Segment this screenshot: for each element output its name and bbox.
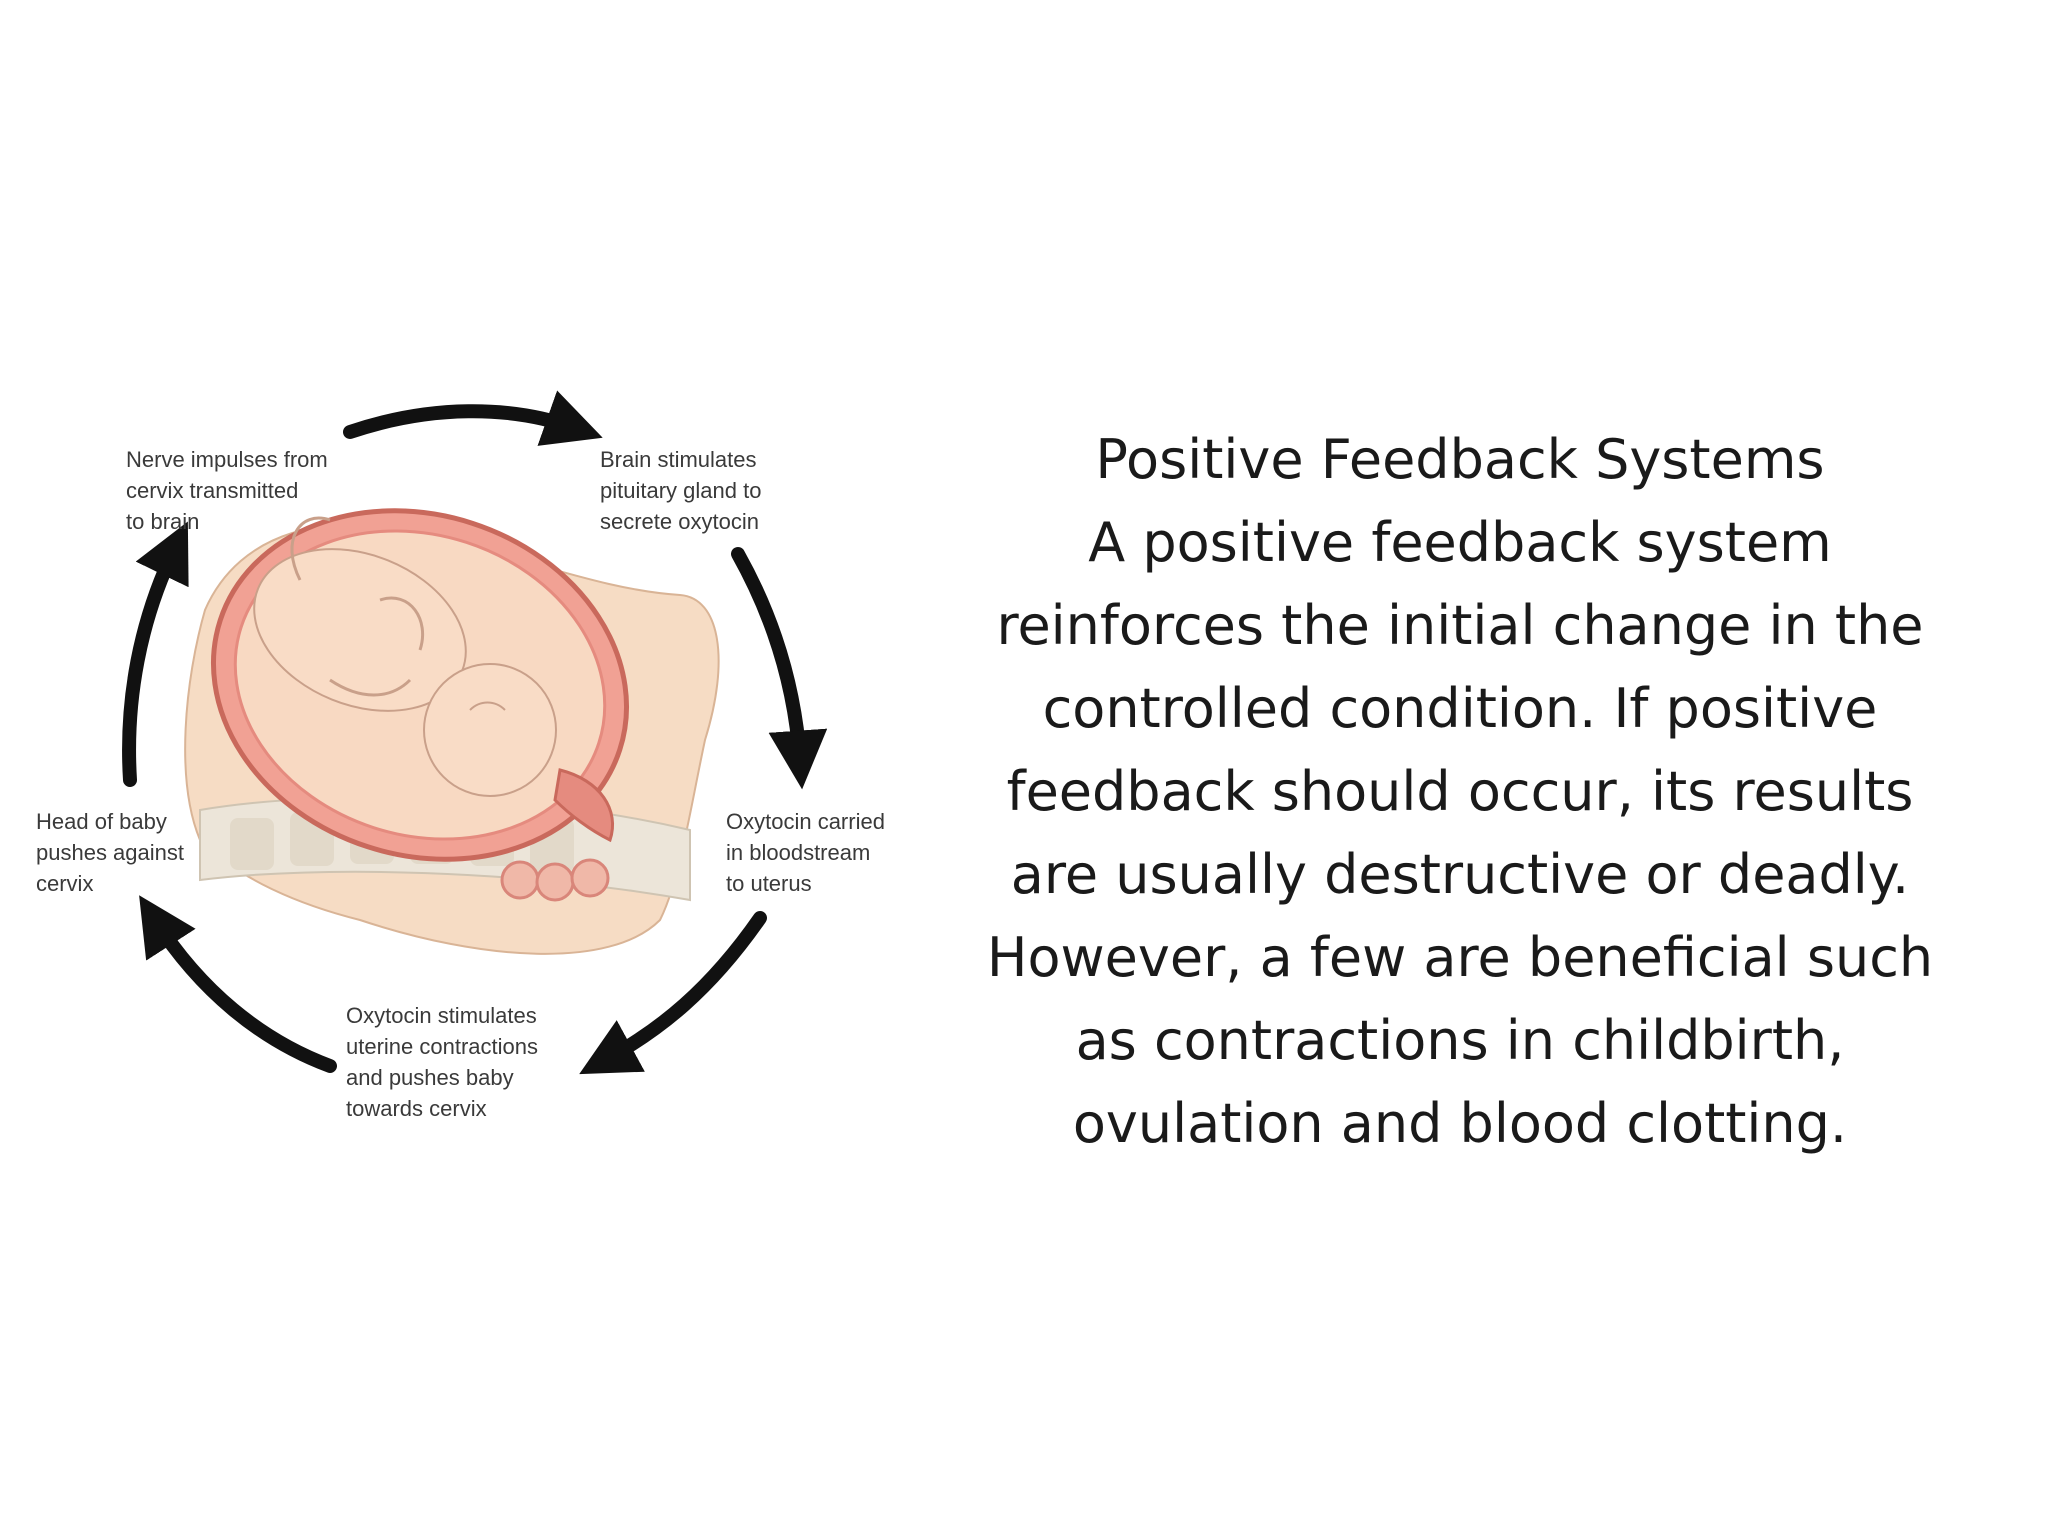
slide-title: Positive Feedback Systems [1095,428,1825,491]
cervix [553,768,615,843]
step-label-nerve-impulses: Nerve impulses from cervix transmitted t… [126,447,328,534]
step-label-head-of-baby: Head of baby pushes against cervix [36,809,184,896]
intestines [500,858,610,902]
baby [253,516,557,797]
arrow-oxytocin-to-contractions [579,911,767,1075]
arrow-head-to-nerve [122,521,189,787]
step-label-brain-stimulates: Brain stimulates pituitary gland to secr… [600,447,762,534]
arrow-contractions-to-head [139,895,337,1073]
positive-feedback-diagram: Nerve impulses from cervix transmitted t… [0,360,960,1160]
step-label-oxytocin-stimulates: Oxytocin stimulates uterine contractions… [346,1003,538,1121]
step-label-oxytocin-carried: Oxytocin carried in bloodstream to uteru… [726,809,885,896]
feedback-cycle-arrows [122,390,828,1075]
slide-text-block: Positive Feedback Systems A positive fee… [960,418,1960,1165]
slide-body-text: A positive feedback system reinforces th… [986,511,1934,1155]
arrow-brain-to-oxytocin [731,547,828,790]
childbirth-illustration [122,390,828,1075]
arrow-nerve-to-brain [343,390,603,446]
